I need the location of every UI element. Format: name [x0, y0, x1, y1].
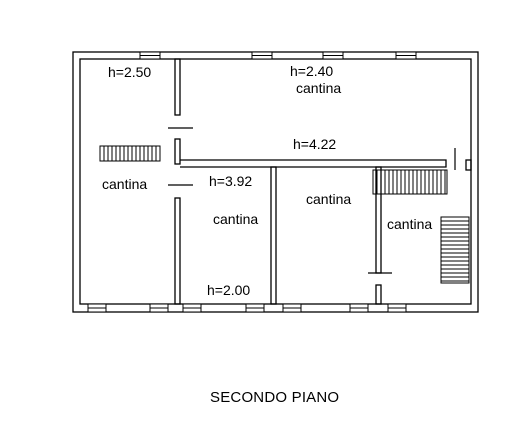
- stair-right-top: [372, 169, 448, 195]
- label-h-left: h=2.50: [108, 64, 151, 80]
- wall-mid: [270, 166, 277, 305]
- label-h-bottom: h=2.00: [207, 282, 250, 298]
- corridor-wall: [180, 159, 447, 168]
- stair-right-vertical: [440, 216, 470, 284]
- label-cantina-mid: cantina: [213, 211, 258, 227]
- wall-corner-stub: [465, 159, 472, 171]
- stairs: [99, 145, 470, 284]
- label-cantina-far-right: cantina: [387, 216, 432, 232]
- label-cantina-top: cantina: [296, 80, 341, 96]
- wall-right-stub: [375, 284, 382, 305]
- label-h-top: h=2.40: [290, 63, 333, 79]
- label-h-mid: h=3.92: [209, 173, 252, 189]
- wall-left-top: [174, 58, 181, 116]
- door-marks: [168, 127, 456, 274]
- outer-wall-outer: [72, 51, 479, 313]
- wall-left-bottom: [174, 197, 181, 305]
- label-cantina-left: cantina: [102, 176, 147, 192]
- label-h-corridor: h=4.22: [293, 136, 336, 152]
- label-cantina-right: cantina: [306, 191, 351, 207]
- windows-bottom: [87, 303, 407, 313]
- plan-caption: SECONDO PIANO: [210, 389, 339, 406]
- wall-left-mid: [174, 138, 181, 165]
- stair-left: [99, 145, 161, 162]
- windows-top: [139, 51, 417, 60]
